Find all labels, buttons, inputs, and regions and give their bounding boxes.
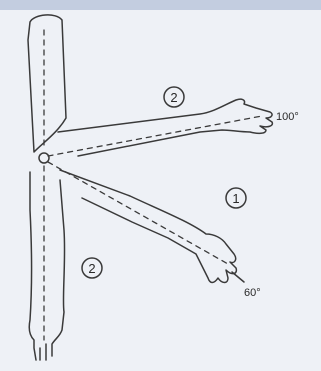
axis-upper [48, 116, 262, 156]
angle-label-100: 100° [276, 111, 299, 123]
marker-label-middle: 1 [232, 191, 239, 206]
axis-lower [48, 162, 228, 264]
pointer-60 [232, 272, 244, 282]
marker-label-upper: 2 [170, 90, 177, 105]
marker-label-lower: 2 [88, 261, 95, 276]
hanging-arm-outline [29, 172, 64, 360]
angle-label-60: 60° [244, 287, 261, 299]
shoulder-joint [39, 153, 49, 163]
forearm-60-outline [60, 170, 236, 283]
